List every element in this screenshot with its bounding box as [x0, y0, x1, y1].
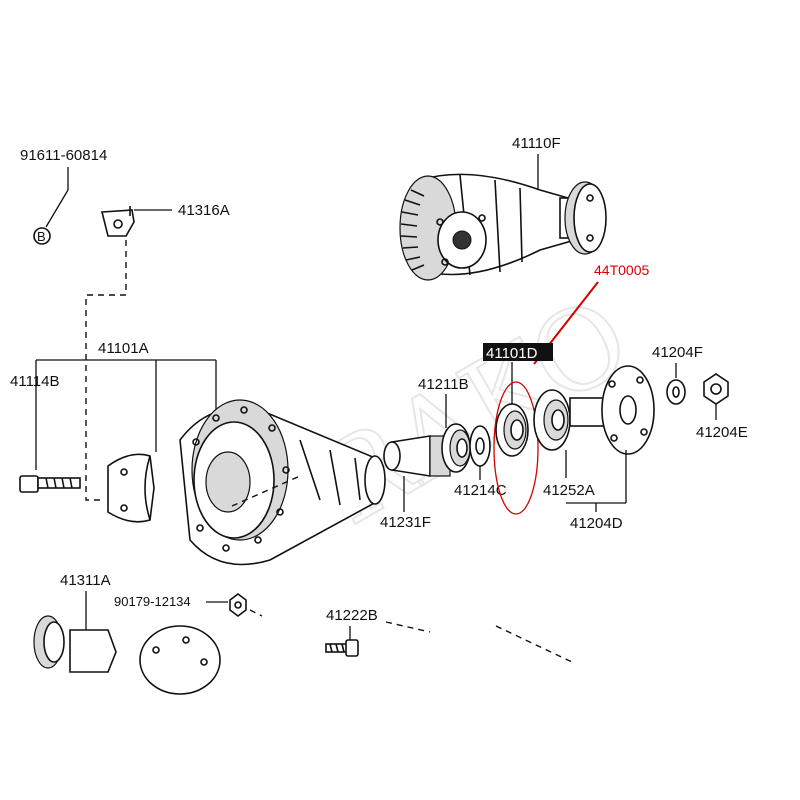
part-label-41101d: 41101D — [483, 343, 553, 362]
part-label-41211b: 41211B — [418, 376, 469, 393]
part-label-41204f: 41204F — [652, 344, 703, 361]
pinion-shaft-41231f — [383, 435, 451, 477]
part-label-41110f: 41110F — [512, 135, 561, 152]
svg-text:B: B — [37, 229, 46, 244]
part-label-41101a: 41101A — [98, 340, 149, 357]
carrier-housing-41101a — [179, 399, 386, 566]
highlight-ellipse — [493, 381, 539, 515]
bracket-41316a — [100, 206, 135, 237]
part-label-90179-12134: 90179-12134 — [114, 594, 191, 609]
nut-41204e — [703, 373, 729, 405]
bolt-41114b — [19, 475, 81, 493]
washer-41214c — [469, 425, 491, 467]
part-label-41214c: 41214C — [454, 482, 507, 499]
part-label-41252a: 41252A — [543, 482, 595, 499]
part-label-41204e: 41204E — [696, 424, 748, 441]
part-label-41231f: 41231F — [380, 514, 431, 531]
part-label-41222b: 41222B — [326, 607, 378, 624]
bearing-41211b — [441, 423, 471, 473]
part-label-44t0005: 44T0005 — [594, 262, 649, 278]
part-label-41316a: 41316A — [178, 202, 230, 219]
part-label-91611-60814: 91611-60814 — [20, 147, 107, 164]
oil-seal-41101d — [495, 403, 529, 457]
seal-41252a — [533, 389, 571, 451]
part-label-41204d: 41204D — [570, 515, 623, 532]
nut-90179-12134 — [229, 593, 247, 617]
reference-circle-b: B — [33, 227, 51, 245]
bearing-cap-pair — [107, 453, 155, 523]
bearing-41311a — [33, 615, 221, 695]
part-label-41311a: 41311A — [60, 572, 111, 589]
washer-41204f — [666, 379, 686, 405]
part-label-41114b: 41114B — [10, 373, 60, 390]
bolt-41222b — [325, 639, 359, 657]
svg-text:41101D: 41101D — [486, 345, 538, 362]
differential-assembly-41110f — [399, 173, 607, 281]
companion-flange-41204d — [569, 365, 655, 455]
